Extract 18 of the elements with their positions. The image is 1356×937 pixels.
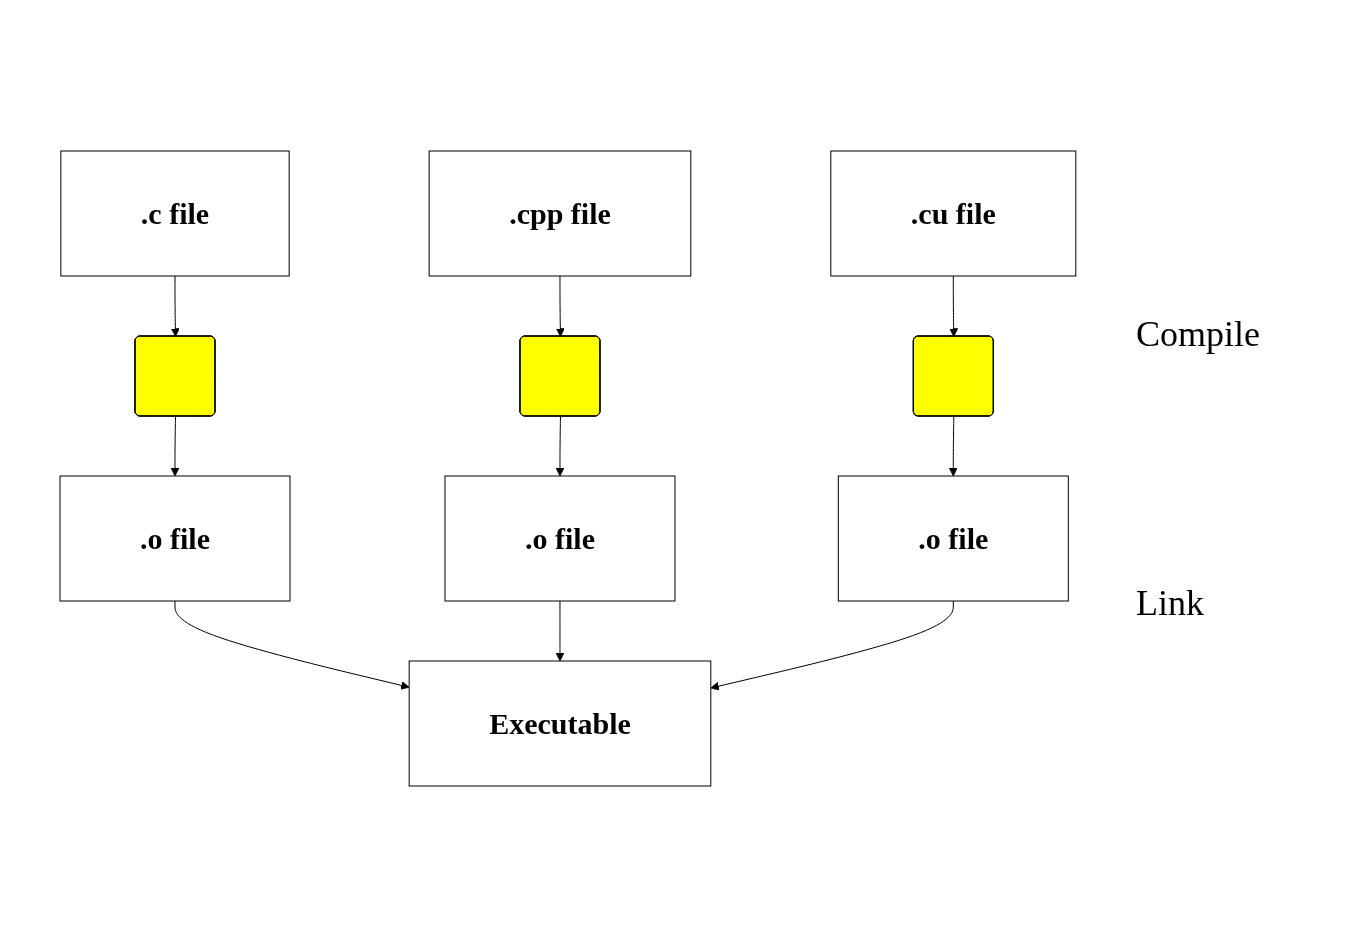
node-box: .o file: [444, 475, 676, 602]
arrow: [555, 416, 565, 477]
node-box: Executable: [408, 660, 712, 787]
stage-label: Compile: [1136, 313, 1261, 356]
arrow: [555, 600, 565, 662]
arrow: [170, 416, 180, 477]
arrow: [556, 275, 565, 337]
arrow: [710, 600, 954, 691]
node-box: .cu file: [830, 150, 1077, 277]
arrow: [949, 416, 958, 477]
arrow: [174, 600, 410, 690]
node-box: .o file: [59, 475, 291, 602]
stage-label: Link: [1136, 581, 1205, 624]
arrow: [949, 275, 959, 337]
node-box: .c file: [60, 150, 290, 277]
arrow: [171, 275, 180, 337]
node-box: .o file: [837, 475, 1069, 602]
node-box: .cpp file: [428, 150, 692, 277]
